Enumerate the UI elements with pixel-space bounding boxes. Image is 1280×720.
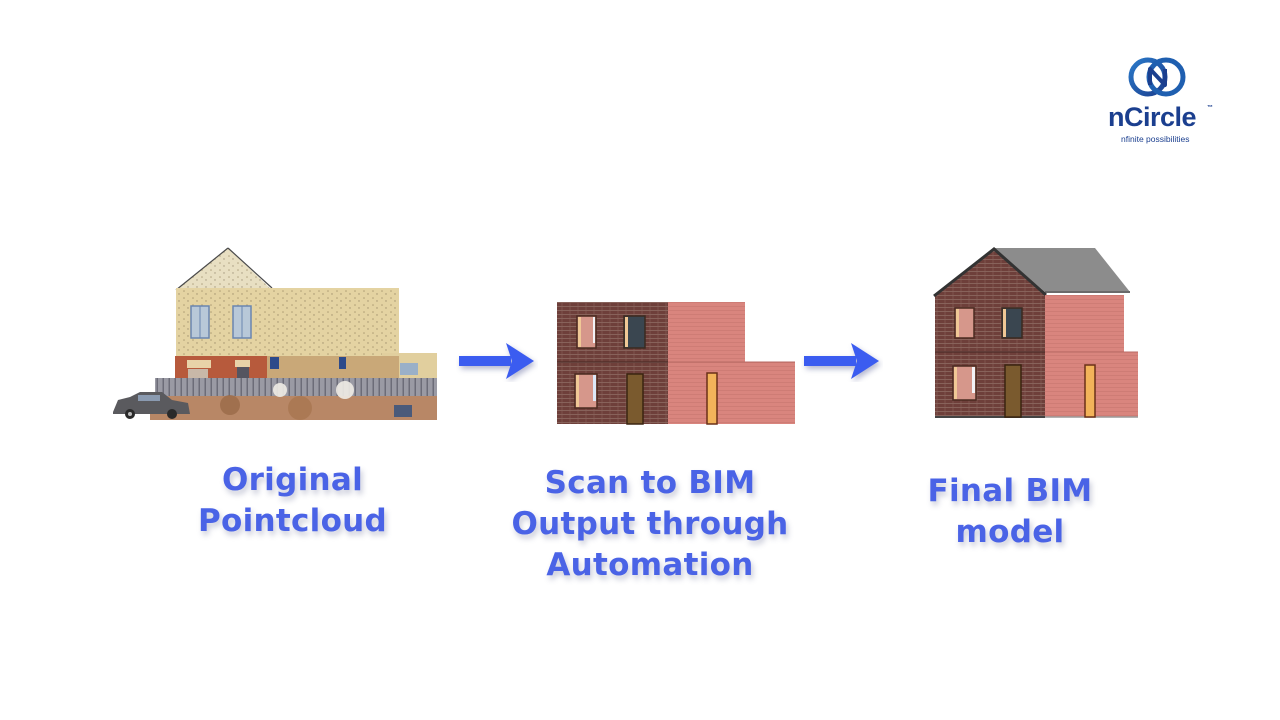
logo-wordmark: nCircle: [1108, 102, 1197, 132]
caption-line: Final BIM: [927, 473, 1093, 509]
caption-line: Pointcloud: [197, 503, 388, 539]
caption-final-bim: Final BIM model: [905, 471, 1115, 553]
caption-line: model: [955, 514, 1065, 550]
arrow-right-icon: [804, 343, 879, 379]
caption-pointcloud: Original Pointcloud: [180, 460, 405, 542]
caption-scan-to-bim: Scan to BIM Output through Automation: [500, 463, 800, 586]
caption-line: Automation: [546, 547, 754, 583]
caption-line: Output through: [511, 506, 789, 542]
caption-line: Scan to BIM: [544, 465, 756, 501]
final-bim-house-image: [933, 247, 1138, 418]
caption-line: Original: [221, 462, 364, 498]
pointcloud-house-image: [113, 247, 437, 420]
scan-to-bim-house-image: [557, 302, 795, 425]
ncircle-logo-icon: [1128, 57, 1186, 97]
arrow-right-icon: [459, 343, 534, 379]
ncircle-logo: nCircle ™ nfinite possibilities: [1100, 52, 1220, 152]
logo-trademark: ™: [1207, 105, 1213, 111]
logo-tagline: nfinite possibilities: [1121, 134, 1190, 144]
